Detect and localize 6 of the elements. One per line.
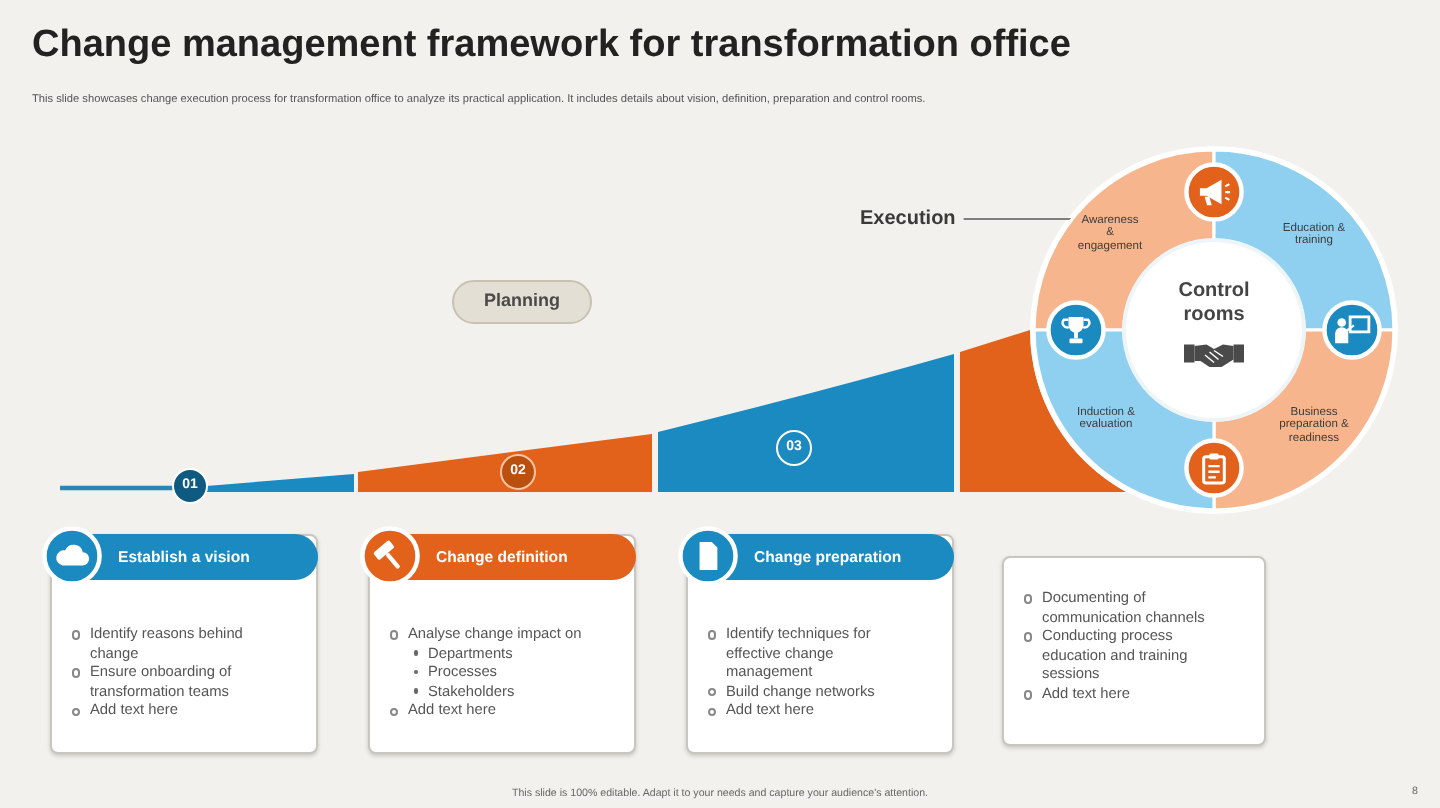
slide-title: Change management framework for transformation office <box>32 24 1071 68</box>
step-card <box>1002 556 1266 746</box>
leader-line <box>962 218 1074 220</box>
phase-tag: Planning <box>452 280 592 324</box>
stage-label: Execution <box>860 208 956 230</box>
hub-label: Control rooms <box>1176 280 1252 326</box>
